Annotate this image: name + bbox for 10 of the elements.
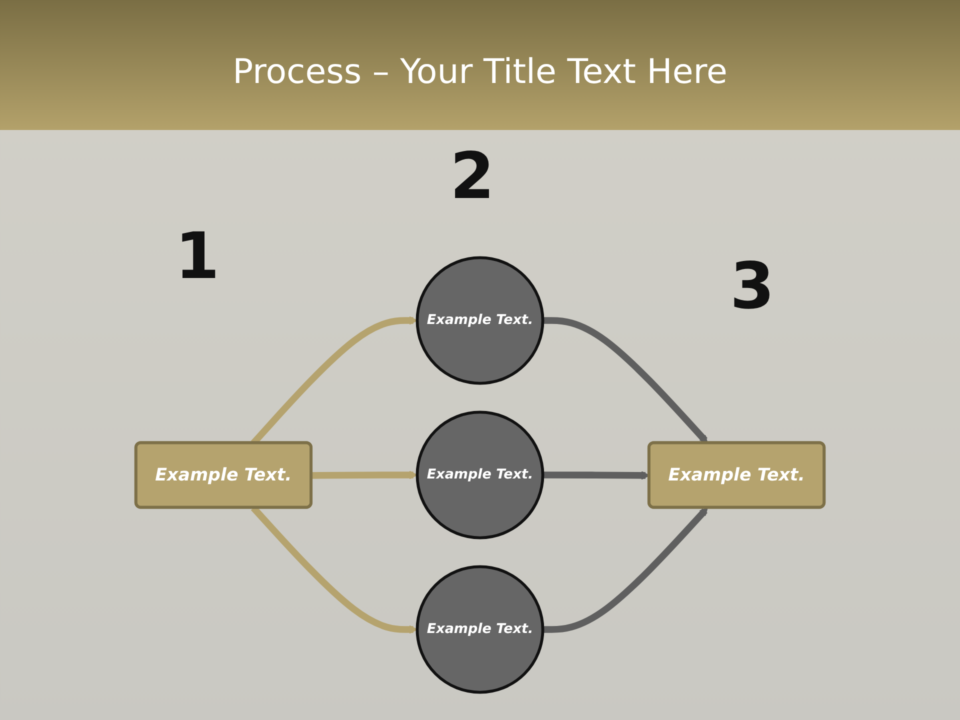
step-number: 2 [450,140,495,214]
arrow [312,470,418,480]
arrow [542,507,708,633]
step-number: 1 [175,220,220,294]
title: Process – Your Title Text Here [232,52,728,92]
node-circle: Example Text. [416,410,544,540]
node-circle: Example Text. [416,256,544,385]
arrow [542,317,708,444]
step-number: 3 [730,250,775,324]
node-circle: Example Text. [416,565,544,694]
